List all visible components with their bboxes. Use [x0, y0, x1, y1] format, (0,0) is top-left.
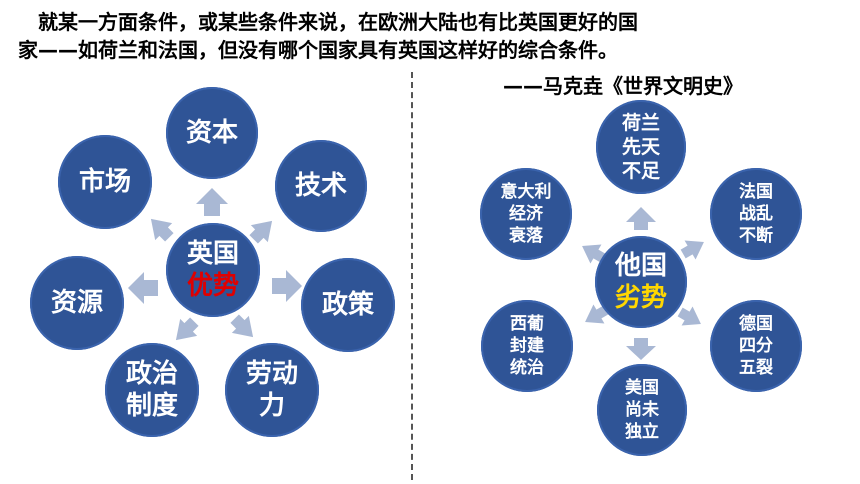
arrow-to-labor [230, 314, 254, 338]
arrow-to-italy [582, 244, 606, 264]
left-arrows [128, 188, 302, 341]
arrow-to-policy [272, 270, 302, 302]
node-usa-line-3: 独立 [625, 422, 659, 442]
arrow-to-politics [175, 317, 199, 341]
node-politics: 政治 制度 [105, 343, 199, 437]
node-capital-label: 资本 [185, 118, 238, 148]
node-spain-portugal: 西葡 封建 统治 [481, 300, 573, 392]
node-germany-line-3: 五裂 [739, 358, 773, 378]
right-arrows [582, 207, 704, 360]
arrow-to-technology [249, 220, 273, 244]
node-germany-line-2: 四分 [739, 336, 773, 356]
node-usa-line-2: 尚未 [625, 400, 659, 420]
arrow-to-germany [677, 306, 701, 326]
quote-source: ——马克垚《世界文明史》 [503, 74, 743, 98]
center-left-line-1: 英国 [186, 239, 239, 269]
arrow-to-resources [128, 272, 158, 304]
node-policy: 政策 [301, 258, 395, 352]
center-right-line-2: 劣势 [614, 283, 667, 313]
quote-text: 就某一方面条件，或某些条件来说，在欧洲大陆也有比英国更好的国 家——如荷兰和法国… [18, 8, 838, 64]
node-germany-line-1: 德国 [739, 314, 773, 334]
node-usa: 美国 尚未 独立 [597, 364, 687, 456]
node-italy-line-1: 意大利 [500, 182, 552, 202]
center-left-line-2: 优势 [186, 271, 239, 301]
node-france-line-2: 战乱 [739, 204, 773, 224]
arrow-to-spain-portugal [585, 304, 609, 324]
node-others-center: 他国 劣势 [595, 236, 687, 328]
divider-line [411, 72, 413, 480]
node-capital: 资本 [166, 87, 258, 179]
node-technology-label: 技术 [294, 171, 347, 201]
node-italy-line-3: 衰落 [509, 226, 543, 246]
node-netherlands-line-3: 不足 [621, 160, 660, 182]
node-spain-portugal-line-3: 统治 [510, 358, 544, 378]
node-politics-line-2: 制度 [125, 391, 178, 421]
node-resources-label: 资源 [50, 288, 103, 318]
node-netherlands-line-1: 荷兰 [621, 112, 660, 134]
node-germany: 德国 四分 五裂 [710, 300, 802, 392]
node-france: 法国 战乱 不断 [710, 168, 802, 260]
arrow-to-market [150, 218, 174, 242]
node-italy-line-2: 经济 [509, 204, 543, 224]
node-policy-label: 政策 [321, 290, 374, 320]
node-netherlands-line-2: 先天 [621, 136, 660, 158]
node-italy: 意大利 经济 衰落 [480, 168, 572, 260]
arrow-to-netherlands [626, 207, 656, 230]
node-labor-line-2: 力 [258, 391, 285, 421]
node-spain-portugal-line-2: 封建 [510, 336, 544, 356]
quote-line-1: 就某一方面条件，或某些条件来说，在欧洲大陆也有比英国更好的国 [38, 10, 638, 34]
node-netherlands: 荷兰 先天 不足 [596, 100, 686, 194]
node-usa-line-1: 美国 [625, 378, 659, 398]
node-resources: 资源 [30, 256, 124, 350]
arrow-to-capital [196, 188, 228, 216]
node-france-line-1: 法国 [739, 182, 773, 202]
node-politics-line-1: 政治 [125, 359, 178, 389]
node-labor-line-1: 劳动 [245, 359, 298, 389]
node-spain-portugal-line-1: 西葡 [510, 314, 544, 334]
node-market-label: 市场 [78, 167, 131, 197]
arrow-to-france [680, 240, 704, 260]
center-right-line-1: 他国 [614, 251, 667, 281]
node-labor: 劳动 力 [225, 343, 319, 437]
node-technology: 技术 [275, 140, 367, 232]
node-france-line-3: 不断 [739, 226, 773, 246]
node-market: 市场 [58, 135, 152, 229]
quote-line-2: 家——如荷兰和法国，但没有哪个国家具有英国这样好的综合条件。 [18, 38, 618, 62]
arrow-to-usa [626, 338, 656, 360]
node-britain-center: 英国 优势 [166, 223, 260, 317]
